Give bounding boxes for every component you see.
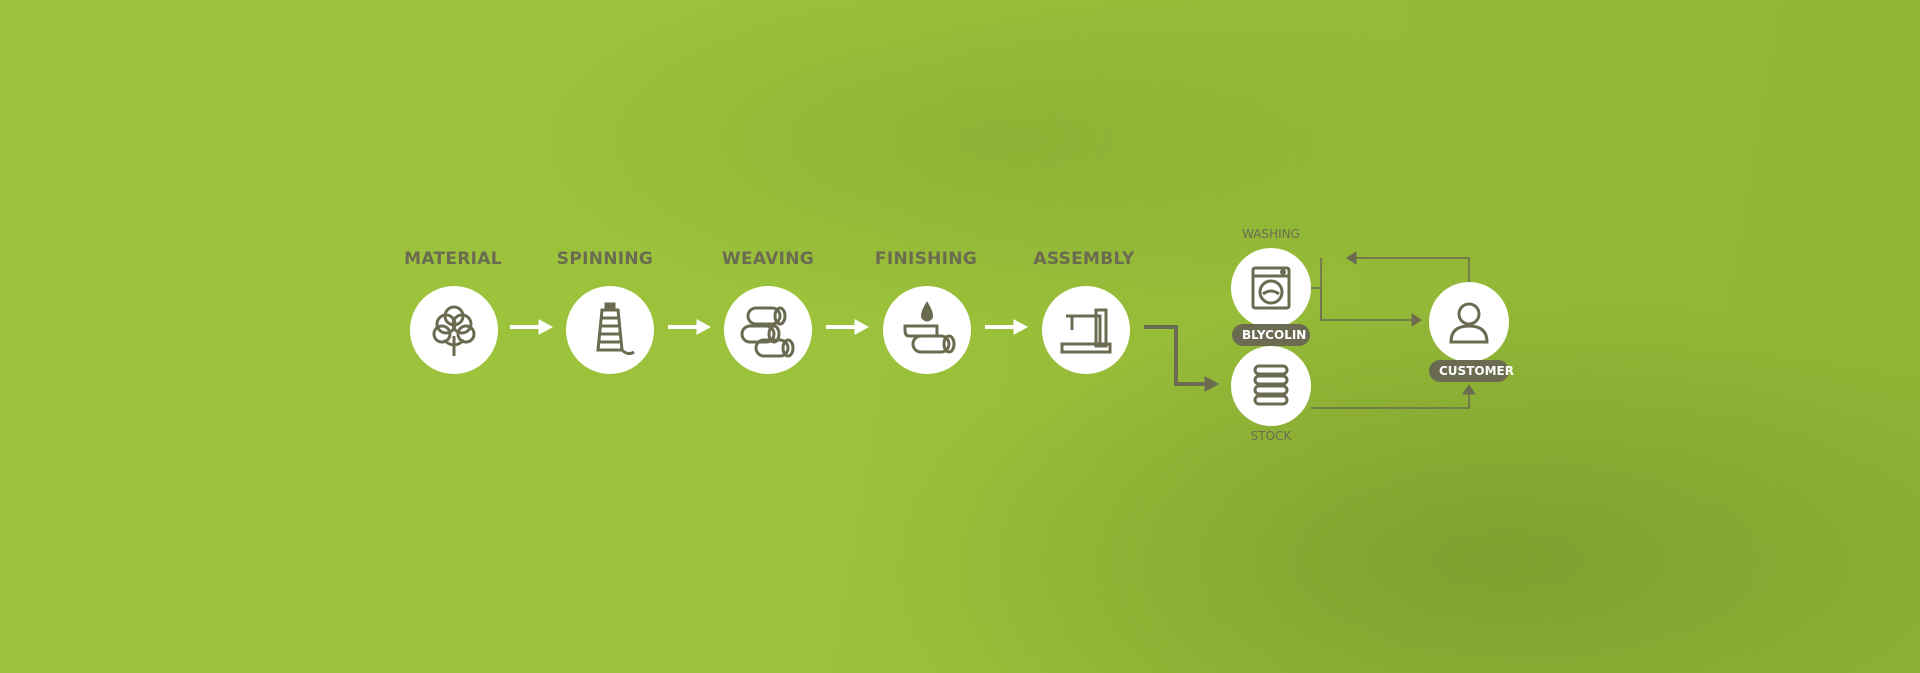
arrow-spinning-weaving bbox=[668, 319, 712, 335]
blycolin-badge: BLYCOLIN bbox=[1232, 324, 1310, 346]
washing-label: WASHING bbox=[1242, 227, 1300, 241]
assembly-node bbox=[1042, 286, 1130, 374]
sewing-machine-icon bbox=[1060, 308, 1112, 354]
person-icon bbox=[1449, 302, 1489, 344]
step-label-material: MATERIAL bbox=[404, 249, 502, 269]
dyeing-roll-icon bbox=[903, 301, 956, 354]
customer-badge: CUSTOMER bbox=[1429, 360, 1514, 382]
step-label-finishing: FINISHING bbox=[874, 249, 978, 269]
step-arrows bbox=[510, 319, 1029, 335]
washing-node bbox=[1231, 248, 1311, 328]
assembly-to-stock-connector bbox=[1144, 325, 1220, 392]
fabric-rolls-icon bbox=[740, 306, 795, 358]
spinning-node bbox=[566, 286, 654, 374]
weaving-node bbox=[724, 286, 812, 374]
arrow-material-spinning bbox=[510, 319, 554, 335]
step-label-spinning: SPINNING bbox=[556, 249, 654, 269]
step-label-weaving: WEAVING bbox=[721, 249, 815, 269]
cotton-icon bbox=[432, 305, 476, 356]
stock-node bbox=[1231, 346, 1311, 426]
spool-icon bbox=[596, 302, 635, 356]
stacked-linen-icon bbox=[1253, 364, 1289, 406]
material-node bbox=[410, 286, 498, 374]
step-label-assembly: ASSEMBLY bbox=[1033, 249, 1135, 269]
washing-machine-icon bbox=[1251, 266, 1291, 310]
stock-to-customer-connector bbox=[1311, 384, 1476, 409]
finishing-node bbox=[883, 286, 971, 374]
customer-node bbox=[1429, 282, 1509, 362]
washing-customer-loop bbox=[1311, 251, 1470, 327]
stock-label: STOCK bbox=[1250, 429, 1292, 443]
arrow-finishing-assembly bbox=[985, 319, 1029, 335]
arrow-weaving-finishing bbox=[826, 319, 870, 335]
